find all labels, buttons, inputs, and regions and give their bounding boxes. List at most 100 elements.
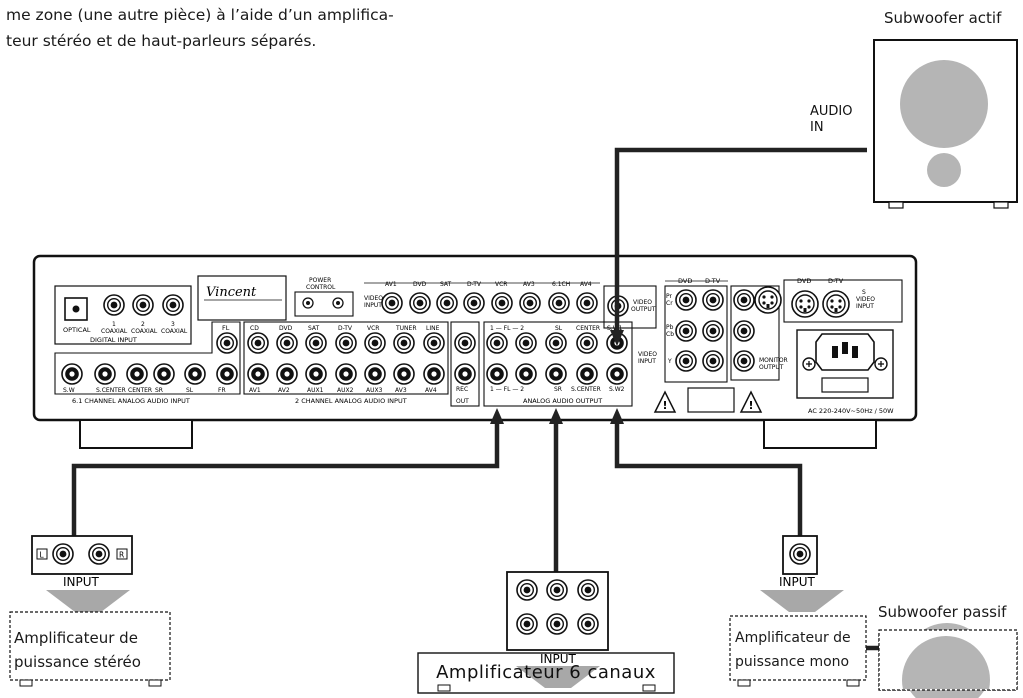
ch2-bottom-label-6: AV4	[425, 387, 437, 394]
active-subwoofer-woofer	[900, 60, 988, 148]
cable-mono-amp	[614, 418, 803, 536]
six-ch-amp-box	[417, 652, 675, 694]
ch2-top-label-3: D-TV	[338, 325, 353, 332]
svg-text:COAXIAL: COAXIAL	[131, 328, 158, 335]
svg-text:OUTPUT: OUTPUT	[759, 364, 784, 371]
ch2-bottom-label-3: AUX2	[337, 387, 354, 394]
svg-text:INPUT: INPUT	[638, 358, 656, 365]
label-plate	[687, 387, 735, 413]
svg-text:Cr: Cr	[666, 300, 673, 307]
video-source-label-7: AV4	[580, 281, 592, 288]
svg-text:VIDEO: VIDEO	[638, 351, 657, 358]
svg-text:CENTER: CENTER	[576, 325, 600, 332]
mono-amp-label-2: puissance mono	[735, 654, 850, 670]
video-source-label-3: D-TV	[467, 281, 482, 288]
out-label: OUT	[456, 398, 469, 405]
active-subwoofer-foot-right	[993, 201, 1009, 209]
svg-text:Pb: Pb	[666, 324, 674, 331]
intro-paragraph: me zone (une autre pièce) à l’aide d’un …	[6, 2, 526, 54]
six-ch-funnel	[516, 666, 600, 688]
svg-text:!: !	[749, 399, 754, 412]
six-ch-input-label: INPUT	[540, 652, 577, 666]
svg-text:2: 2	[141, 321, 145, 328]
digital-input-box	[54, 285, 192, 345]
svg-text:SR: SR	[554, 386, 562, 393]
video-source-label-1: DVD	[413, 281, 427, 288]
svg-text:DVD: DVD	[797, 277, 811, 285]
active-subwoofer-foot-left	[888, 201, 904, 209]
six-ch-amp-label: Amplificateur 6 canaux	[436, 662, 656, 683]
stereo-input-panel	[31, 535, 133, 575]
component-box	[664, 285, 728, 383]
mono-input-label: INPUT	[779, 575, 816, 589]
stereo-jack-r-label: R	[119, 551, 124, 560]
digital-input-label: DIGITAL INPUT	[90, 336, 137, 344]
svg-text:S.W2: S.W2	[609, 386, 625, 393]
svg-text:INPUT: INPUT	[856, 303, 874, 310]
video-input-label-2: INPUT	[364, 302, 382, 309]
video-output-label-2: OUTPUT	[631, 306, 656, 313]
ch2-bottom-label-0: AV1	[249, 387, 261, 394]
ch2-top-label-5: TUNER	[395, 325, 417, 332]
stereo-jack-l-label: L	[40, 551, 45, 560]
ch61-label-4: SL	[186, 387, 194, 394]
warning-icon-right	[739, 390, 763, 413]
video-input-label-1: VIDEO	[364, 295, 383, 302]
ac-rating-label: AC 220-240V~50Hz / 50W	[808, 407, 894, 415]
receiver-foot-right	[763, 419, 877, 449]
audio-in-label-2: IN	[810, 120, 824, 135]
stereo-amp-group: L R INPUT	[9, 535, 171, 687]
video-source-label-4: VCR	[495, 281, 507, 288]
ch2-bottom-label-1: AV2	[278, 387, 290, 394]
audio-in-label-1: AUDIO	[810, 104, 853, 119]
receiver-back-panel: OPTICAL 1 2 3 COAXIAL COAXIAL COAXIAL DI…	[32, 254, 918, 449]
ch2-bottom-label-2: AUX1	[307, 387, 324, 394]
svideo-box	[783, 279, 903, 323]
cable-arrows	[490, 330, 624, 424]
ch2-top-label-2: SAT	[308, 325, 320, 332]
subwoofer-active-title: Subwoofer actif	[884, 9, 1002, 27]
brand-logo: Vincent	[206, 285, 257, 300]
mono-amp-label-1: Amplificateur de	[735, 630, 851, 646]
rec-out-box	[450, 321, 480, 407]
svg-text:!: !	[663, 399, 668, 412]
ch61-label-0: S.W	[63, 387, 75, 394]
video-source-label-2: SAT	[440, 281, 452, 288]
video-source-label-5: AV3	[523, 281, 535, 288]
ch61-group-label: 6.1 CHANNEL ANALOG AUDIO INPUT	[72, 397, 190, 405]
mono-amp-label: Amplificateur de puissance mono	[735, 626, 851, 674]
ch61-label-2: CENTER	[128, 387, 152, 394]
mono-amp-group: INPUT	[729, 535, 879, 687]
svg-text:COAXIAL: COAXIAL	[101, 328, 128, 335]
svg-text:MONITOR: MONITOR	[759, 357, 788, 364]
active-subwoofer	[873, 39, 1018, 209]
ch61-fl-label: FL	[222, 324, 230, 332]
svg-text:VIDEO: VIDEO	[856, 296, 875, 303]
svg-text:Pr: Pr	[666, 293, 673, 300]
passive-subwoofer-cabinet	[878, 629, 1018, 691]
power-control-box	[294, 291, 354, 317]
svg-text:1 — FL — 2: 1 — FL — 2	[490, 386, 524, 393]
svg-text:1 — FL — 2: 1 — FL — 2	[490, 325, 524, 332]
power-control-label-2: CONTROL	[306, 284, 336, 291]
video-output-box	[603, 285, 657, 329]
ch2-top-label-1: DVD	[279, 325, 293, 332]
intro-line-1: me zone (une autre pièce) à l’aide d’un …	[6, 6, 394, 24]
svg-text:S: S	[862, 289, 866, 296]
svg-text:1: 1	[112, 321, 116, 328]
ch2-top-label-0: CD	[250, 325, 259, 332]
subwoofer-passive-title: Subwoofer passif	[878, 603, 1007, 621]
svg-text:D-TV: D-TV	[828, 277, 844, 285]
analog-output-group-label: ANALOG AUDIO OUTPUT	[523, 397, 602, 405]
svg-text:S.CENTER: S.CENTER	[571, 386, 601, 393]
cable-subwoofer-active	[614, 147, 867, 340]
svg-text:3: 3	[171, 321, 175, 328]
cable-stereo-amp	[71, 418, 500, 536]
active-subwoofer-port	[927, 153, 961, 187]
ch2-top-label-4: VCR	[367, 325, 379, 332]
